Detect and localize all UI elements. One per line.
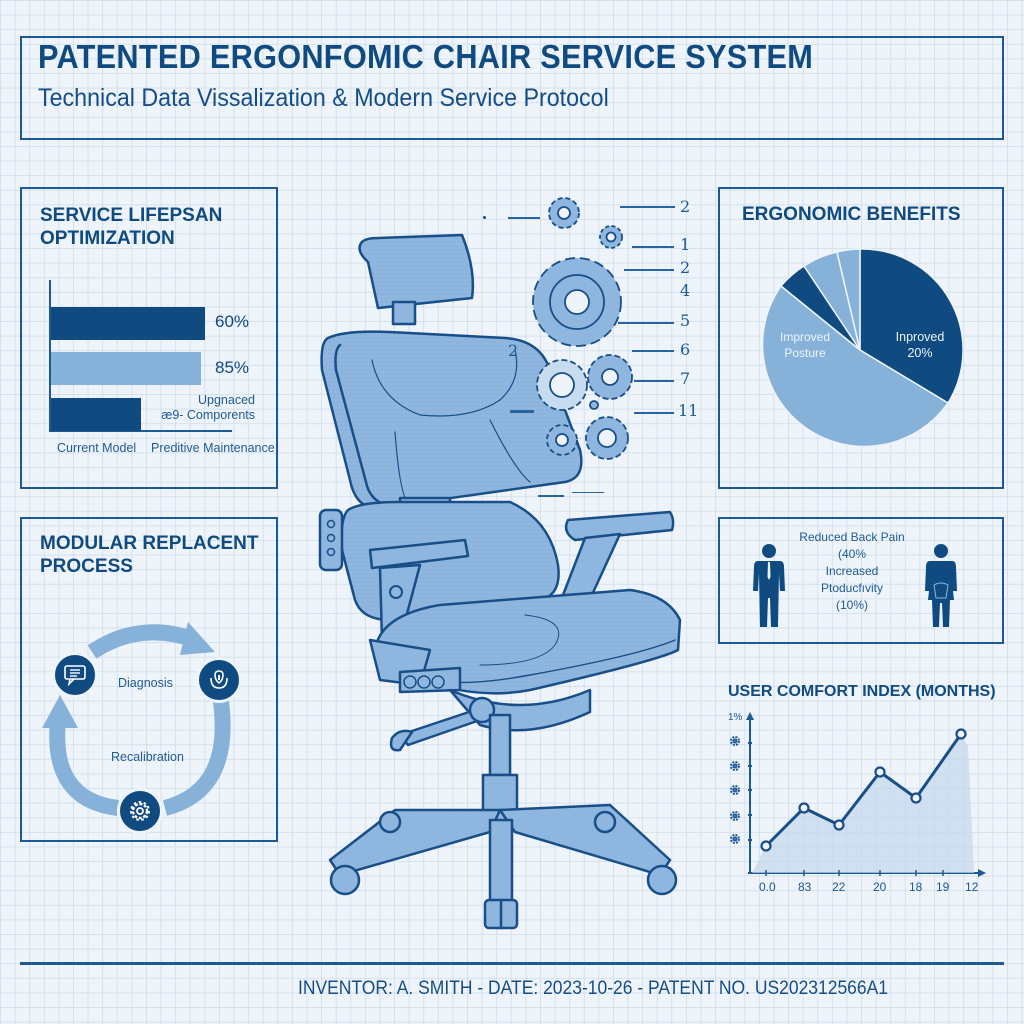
page-title: PATENTED ERGONFOMIC CHAIR SERVICE SYSTEM [38,38,814,75]
label-recalibration: Recalibration [111,750,184,764]
label-diagnosis: Diagnosis [118,676,173,690]
comfort-y-top-label: 1% [728,712,743,723]
y-axis-gear-icons [730,736,740,844]
benefits-title: ERGONOMIC BENEFITS [742,204,961,225]
x-label-predictive-maintenance: Preditive Maintenance [151,441,275,455]
process-title: MODULAR REPLACENT PROCESS [40,533,259,577]
male-figure-icon [753,544,785,627]
callout-label-1: 2 [680,197,691,216]
callout-label-3: 2 [680,258,691,277]
gear-icon [130,801,150,821]
callout-line-8 [634,412,674,414]
lifespan-panel [20,187,278,489]
process-panel [20,517,278,842]
step-repair-circle[interactable] [196,657,242,703]
x-tick-4: 18 [909,880,923,894]
benefits-pie-chart [761,248,963,448]
bar-3 [51,398,141,431]
callout-line-7 [634,380,674,382]
people-panel [718,517,1004,644]
callout-line-left-bottom [510,410,534,413]
x-tick-2: 22 [832,880,846,894]
lifespan-x-axis [49,430,232,432]
gears-exploded-view [532,197,633,460]
callout-label-8: 11 [678,401,699,420]
benefits-panel [718,187,1004,489]
header-panel [20,36,1004,140]
x-label-current-model: Current Model [57,441,137,455]
callout-line-6 [632,350,674,352]
bar-1 [51,307,205,340]
page-subtitle: Technical Data Vissalization & Modern Se… [38,84,609,112]
bar-2 [51,352,201,385]
tool-icon [210,670,228,689]
callout-label-4: 4 [680,281,691,300]
bar-1-label: 60% [215,312,250,331]
callout-line-2 [632,246,674,248]
chat-icon [64,665,86,686]
comfort-area-chart [730,712,986,877]
callout-dot [483,216,486,219]
lifespan-y-axis [49,280,51,430]
upgraded-components-annotation: Upgnaced æ9- Comporents [161,393,255,422]
step-recalibration-circle[interactable] [117,788,163,834]
callout-label-left: 2 [508,341,519,360]
comfort-title: USER COMFORT INDEX (MONTHS) [728,683,996,700]
comfort-x-tick-labels: 0.0 83 22 20 18 19 12 [720,880,1020,900]
footer-divider [20,962,1004,965]
callout-line-1 [620,206,675,208]
x-tick-6: 12 [965,880,979,894]
callout-line-3 [624,269,674,271]
callout-label-6: 6 [680,340,691,359]
callout-label-5: 5 [680,311,691,330]
step-diagnosis-circle[interactable] [52,652,98,698]
callout-label-7: 7 [680,369,691,388]
callout-line-armrest-2 [572,492,604,493]
people-stats-text: Reduced Back Pain (40% Increased Ptoducf… [799,530,905,612]
callout-line-left-top [508,217,540,219]
footer-patent-info: INVENTOR: A. SMITH - DATE: 2023-10-26 - … [298,978,889,999]
x-tick-0: 0.0 [759,880,776,894]
pie-label-improved-20: Inproved 20% [895,330,945,360]
female-figure-icon [925,544,957,627]
pie-label-improved-posture: Improved Posture [779,330,831,360]
chair-illustration [318,233,682,930]
x-tick-3: 20 [873,880,887,894]
process-cycle-arrows [42,622,231,816]
x-tick-1: 83 [798,880,812,894]
bar-2-label: 85% [215,358,250,377]
callout-line-5 [618,322,674,324]
lifespan-title: SERVICE LIFEPSAN OPTIMIZATION [40,205,223,249]
callout-label-2: 1 [680,235,691,254]
callout-line-armrest [538,495,564,497]
x-tick-5: 19 [936,880,950,894]
